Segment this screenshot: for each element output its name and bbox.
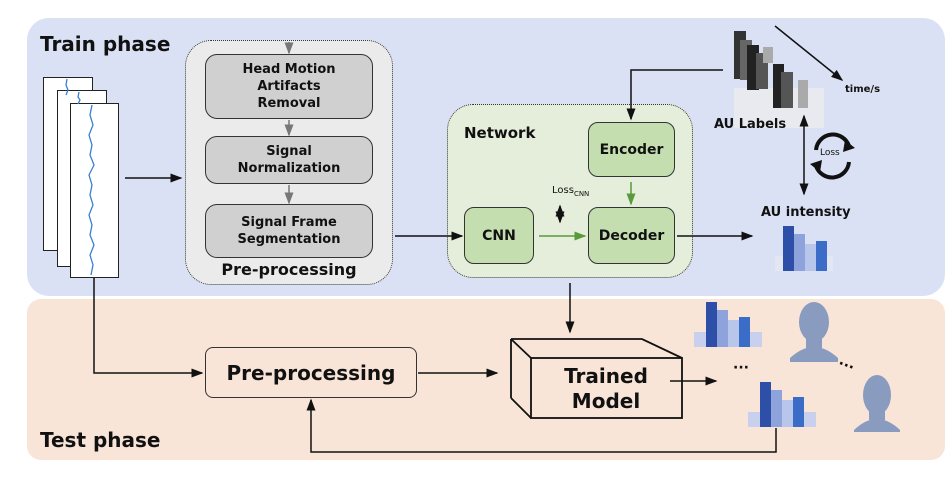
time-axis-arrow <box>774 25 844 81</box>
test-phase-panel <box>27 299 945 460</box>
network-group-label: Network <box>464 124 536 142</box>
au-labels-label: AU Labels <box>714 117 787 132</box>
arrow-au-labels-to-encoder <box>626 69 723 121</box>
signal-trace-2 <box>77 91 81 105</box>
decoder-box: Decoder <box>588 207 675 264</box>
au-labels-chart <box>724 31 854 128</box>
au-intensity-chart <box>775 226 835 271</box>
encoder-box: Encoder <box>588 122 675 177</box>
ellipsis-1: ··· <box>733 360 749 376</box>
au-intensity-chart-test-1 <box>694 302 764 348</box>
signal-traces <box>65 78 95 276</box>
au-intensity-chart-test-2 <box>748 382 818 428</box>
cnn-box: CNN <box>464 207 534 264</box>
signal-plot-3 <box>70 103 119 278</box>
train-phase-title: Train phase <box>40 32 171 56</box>
loss-cycle-icon <box>814 132 851 180</box>
test-phase-title: Test phase <box>40 428 161 452</box>
signal-trace-1 <box>65 78 69 96</box>
signal-trace-3 <box>88 104 95 276</box>
loss-cnn-label: LossCNN <box>552 185 590 198</box>
au-intensity-label: AU intensity <box>761 205 851 220</box>
preprocessing-group-label: Pre-processing <box>221 260 357 279</box>
trained-model-cube <box>510 338 683 419</box>
head-avatar-1 <box>790 302 838 362</box>
head-avatar-2 <box>854 375 900 432</box>
arrow-feedback-to-test-preprocessing <box>306 398 777 453</box>
time-axis-label: time/s <box>845 84 881 95</box>
loss-label: Loss <box>820 148 840 158</box>
arrow-signal-to-test-preprocessing <box>93 278 204 378</box>
test-preprocessing-box: Pre-processing <box>205 347 417 398</box>
